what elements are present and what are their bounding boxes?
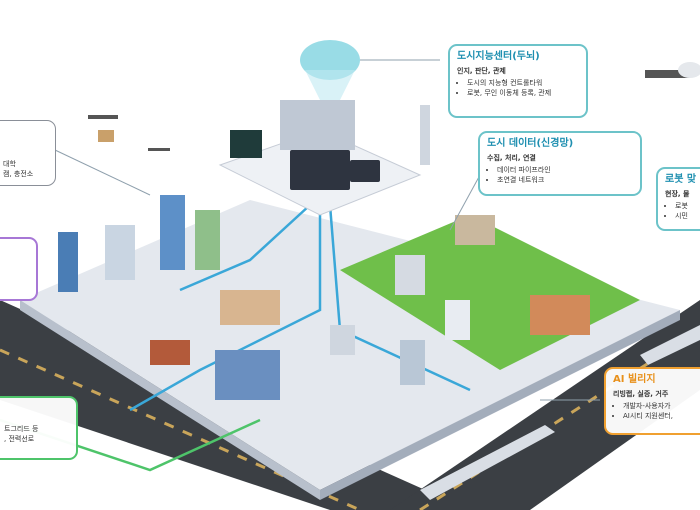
callout-bullet: 로봇, 무인 이동체 등록, 관제 — [467, 88, 579, 98]
callout-bullet: 초연결 네트워크 — [497, 175, 633, 185]
road-right — [390, 300, 700, 510]
server-racks — [290, 150, 380, 190]
display-screen — [230, 130, 262, 158]
brain-building — [280, 100, 355, 150]
callout-title: 도시 데이터(신경망) — [487, 138, 574, 149]
callout-title: 로봇 맞 — [665, 174, 697, 185]
train-right — [640, 325, 700, 365]
callout-subtitle: 리빙랩, 실증, 거주 — [613, 389, 669, 398]
left-buildings — [58, 195, 280, 400]
callout-line: 캠, 충전소 — [3, 170, 34, 179]
callout-left-bottom: 트그리드 등 , 전력선로 — [0, 396, 78, 460]
callout-left-middle — [0, 237, 38, 301]
callout-bullet: 데이터 파이프라인 — [497, 165, 633, 175]
antenna-tower — [420, 105, 430, 165]
callout-line: 트그리드 등 — [4, 425, 39, 433]
callout-title: 도시지능센터(두뇌) — [457, 51, 540, 62]
callout-line: 대학 — [3, 160, 16, 168]
platform-edge-right — [320, 310, 680, 500]
right-buildings — [330, 215, 590, 385]
callout-bullet: 로봇 — [675, 201, 700, 211]
callout-city-data: 도시 데이터(신경망) 수집, 처리, 연결 데이터 파이프라인 초연결 네트워… — [478, 131, 642, 196]
callout-bullet: 도시의 지능형 컨트롤타워 — [467, 78, 579, 88]
callout-line: , 전력선로 — [4, 435, 35, 444]
train — [420, 425, 555, 500]
callout-robot: 로봇 맞 현장, 물 로봇 시민 — [656, 167, 700, 231]
callout-brain-center: 도시지능센터(두뇌) 인지, 판단, 관제 도시의 지능형 컨트롤타워 로봇, … — [448, 44, 588, 118]
callout-subtitle: 현장, 물 — [665, 189, 690, 198]
callout-bullet: AI시티 지원센터, — [623, 411, 700, 421]
callout-title: AI 빌리지 — [613, 374, 656, 385]
callout-bullet: 시민 — [675, 211, 700, 221]
callout-ai-village: AI 빌리지 리빙랩, 실증, 거주 개발자-사용자가 AI시티 지원센터, — [604, 367, 700, 435]
callout-subtitle: 인지, 판단, 관제 — [457, 66, 506, 75]
callout-left-top: 대학 캠, 충전소 — [0, 120, 56, 186]
platform-edge — [20, 300, 320, 500]
callout-connectors — [54, 59, 600, 401]
callout-bullet: 개발자-사용자가 — [623, 401, 700, 411]
drone-icon — [88, 62, 700, 151]
road-lights-right — [419, 328, 700, 510]
hologram-beam — [305, 70, 355, 100]
callout-subtitle: 수집, 처리, 연결 — [487, 153, 536, 162]
